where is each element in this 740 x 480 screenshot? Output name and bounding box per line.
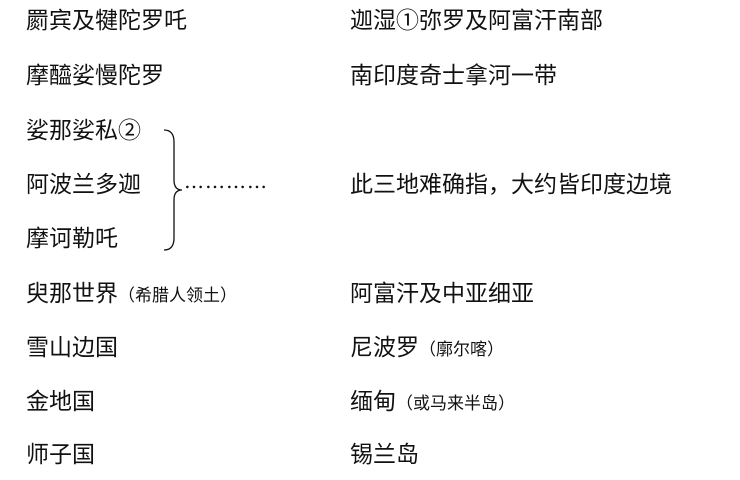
place-name-1: 罽宾及犍陀罗吒	[26, 8, 187, 34]
place-name-6-text: 臾那世界	[26, 281, 118, 307]
modern-location-7-text: 尼波罗	[350, 335, 419, 361]
place-name-6-note: （希腊人领土）	[118, 286, 237, 306]
modern-location-8-note: （或马来半岛）	[396, 394, 515, 414]
modern-location-9: 锡兰岛	[350, 442, 419, 468]
modern-location-7-note: （廓尔喀）	[419, 340, 504, 360]
modern-location-1: 迦湿①弥罗及阿富汗南部	[350, 8, 603, 34]
place-name-5: 摩诃勒吒	[26, 226, 118, 252]
group-brace	[163, 129, 183, 251]
modern-location-3: 此三地难确指，大约皆印度边境	[350, 172, 672, 198]
place-name-9: 师子国	[26, 442, 95, 468]
modern-location-6: 阿富汗及中亚细亚	[350, 281, 534, 307]
modern-location-8-text: 缅甸	[350, 389, 396, 415]
place-name-7: 雪山边国	[26, 335, 118, 361]
place-name-2: 摩醯娑慢陀罗	[26, 63, 164, 89]
modern-location-8: 缅甸（或马来半岛）	[350, 387, 515, 419]
place-name-3: 娑那娑私②	[26, 118, 141, 144]
place-name-6: 臾那世界（希腊人领土）	[26, 279, 237, 311]
modern-location-7: 尼波罗（廓尔喀）	[350, 333, 504, 365]
modern-location-2: 南印度奇士拿河一带	[350, 63, 557, 89]
leader-dots: …………	[184, 169, 268, 193]
place-name-8: 金地国	[26, 389, 95, 415]
place-name-4: 阿波兰多迦	[26, 172, 141, 198]
